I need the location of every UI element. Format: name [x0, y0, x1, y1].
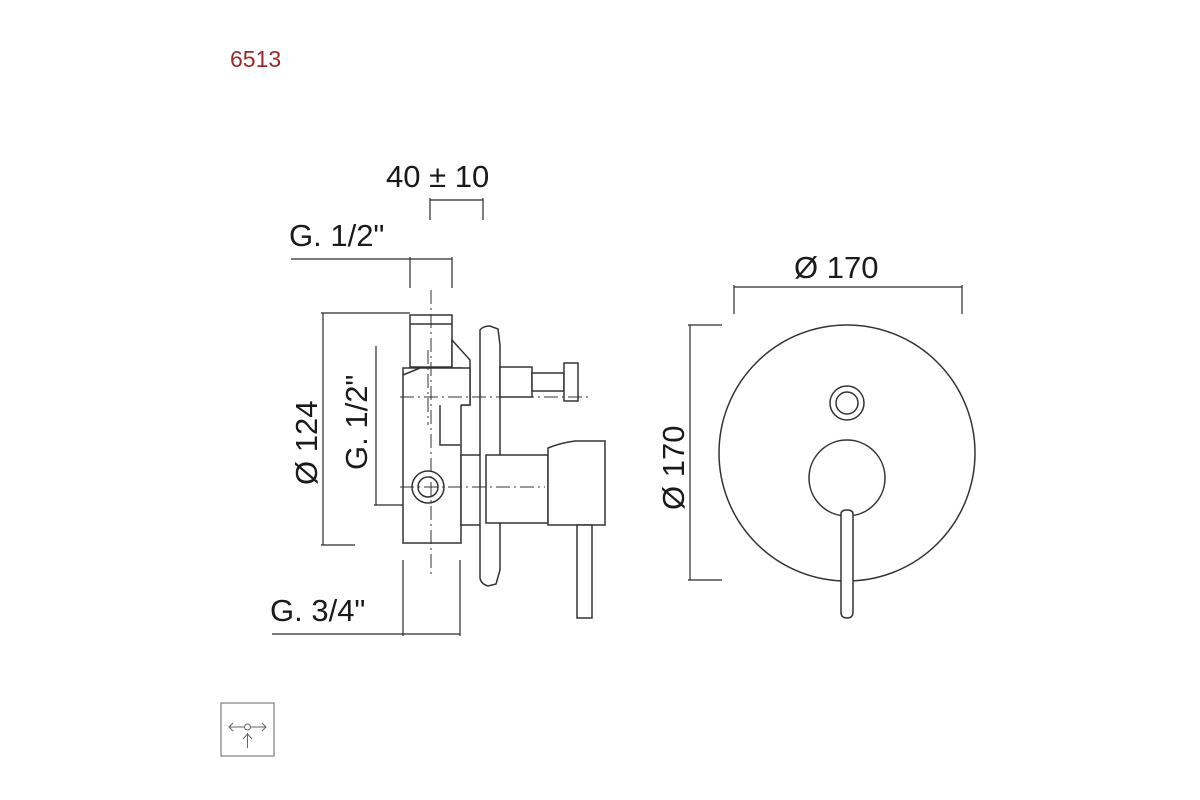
dimension-top-connection: G. 1/2"	[289, 218, 453, 288]
diverter-knob-inner	[835, 391, 859, 415]
valve-body-side	[400, 290, 606, 619]
dimension-vertical-diameter-label: Ø 124	[289, 401, 324, 485]
product-code: 6513	[230, 46, 281, 72]
dimension-width: Ø 170	[733, 250, 963, 314]
dimension-depth-label: 40 ± 10	[386, 159, 489, 194]
dimension-height-label: Ø 170	[656, 426, 691, 510]
valve-front	[718, 324, 976, 619]
dimension-vertical-connection-label: G. 1/2"	[339, 375, 374, 470]
dimension-vertical-connection: G. 1/2"	[339, 346, 405, 506]
handle-base	[808, 439, 886, 517]
dimension-bottom-connection-label: G. 3/4"	[270, 593, 365, 628]
installation-symbol-icon	[220, 702, 275, 757]
dimension-height: Ø 170	[656, 324, 722, 581]
dimension-width-label: Ø 170	[794, 250, 878, 285]
dimension-vertical-diameter: Ø 124	[289, 312, 410, 546]
lever	[840, 509, 854, 619]
side-view: 40 ± 10 G. 1/2" Ø 124 G. 1/2" G. 3/	[270, 159, 606, 636]
dimension-bottom-connection: G. 3/4"	[270, 560, 461, 636]
dimension-depth: 40 ± 10	[386, 159, 489, 220]
dimension-top-connection-label: G. 1/2"	[289, 218, 384, 253]
front-view: Ø 170 Ø 170	[656, 250, 976, 619]
